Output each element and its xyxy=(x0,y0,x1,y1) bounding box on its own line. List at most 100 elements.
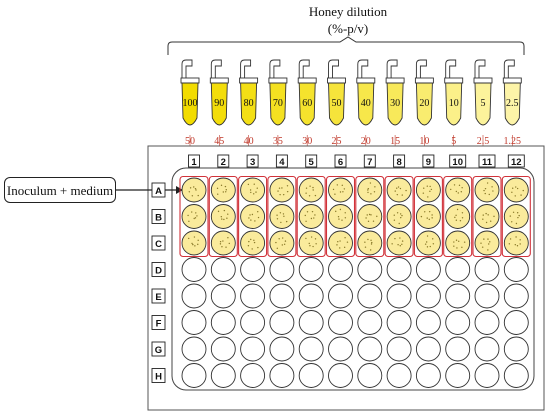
well xyxy=(415,177,441,203)
well xyxy=(181,257,207,282)
column-well-group xyxy=(325,175,356,258)
inoculum-speck xyxy=(188,191,191,193)
inoculum-speck xyxy=(481,246,484,248)
inoculum-speck xyxy=(282,213,285,215)
inoculum-speck xyxy=(428,218,430,221)
column-label: 2 xyxy=(221,157,226,168)
inoculum-speck xyxy=(509,215,512,217)
well xyxy=(328,283,353,309)
inoculum-speck xyxy=(485,221,488,224)
tube-dilution-label: 10 xyxy=(449,98,459,109)
inoculum-speck xyxy=(305,192,307,194)
well xyxy=(503,177,529,203)
inoculum-speck xyxy=(426,246,429,248)
inoculum-speck xyxy=(455,239,458,241)
inoculum-speck xyxy=(197,194,199,197)
well xyxy=(240,177,266,203)
tube-rim xyxy=(180,77,200,84)
inoculum-speck xyxy=(222,240,224,242)
well xyxy=(474,283,500,309)
inoculum-speck xyxy=(344,237,346,239)
row-label: C xyxy=(155,239,162,250)
dilution-tube: 90 xyxy=(209,59,229,126)
inoculum-speck xyxy=(512,211,515,214)
inoculum-speck xyxy=(428,210,431,213)
tube-rim xyxy=(444,77,464,84)
inoculum-speck xyxy=(459,219,462,222)
tube-dilution-label: 50 xyxy=(332,98,342,109)
inoculum-speck xyxy=(423,187,425,189)
tube-liquid xyxy=(181,82,199,126)
inoculum-speck xyxy=(399,213,402,215)
inoculum-speck xyxy=(278,238,280,240)
inoculum-speck xyxy=(460,191,462,193)
well xyxy=(328,230,353,256)
column-well-group xyxy=(384,175,414,258)
inoculum-speck xyxy=(456,208,459,211)
inoculum-speck xyxy=(426,185,428,187)
inoculum-speck xyxy=(227,213,229,215)
column-label-box xyxy=(363,154,376,168)
well xyxy=(269,204,295,229)
dilution-tube: 2.5 xyxy=(502,59,522,126)
inoculum-speck xyxy=(223,209,226,212)
inoculum-speck xyxy=(249,214,251,216)
inoculum-speck xyxy=(255,191,257,193)
inoculum-speck xyxy=(285,220,288,223)
column-label-box xyxy=(422,154,435,168)
tube-cap xyxy=(240,59,252,78)
inoculum-speck xyxy=(250,219,252,221)
row-label-box xyxy=(151,209,166,224)
inoculum-speck xyxy=(189,187,192,189)
inoculum-speck xyxy=(517,216,519,219)
well xyxy=(269,177,295,203)
inoculum-speck xyxy=(429,185,431,188)
well xyxy=(415,283,441,309)
column-label: 7 xyxy=(367,157,372,168)
column-label: 5 xyxy=(309,157,315,168)
tube-rim xyxy=(327,77,346,84)
inoculum-speck xyxy=(312,189,314,191)
column-well-group xyxy=(501,175,531,258)
inoculum-speck xyxy=(306,211,309,213)
inoculum-speck xyxy=(223,218,225,221)
inoculum-speck xyxy=(394,237,396,240)
inoculum-speck xyxy=(314,194,317,197)
inoculum-speck xyxy=(334,193,336,195)
inoculum-speck xyxy=(257,211,259,213)
tube-rim xyxy=(473,77,493,84)
tube-dilution-label: 60 xyxy=(302,98,312,109)
inoculum-speck xyxy=(336,184,339,186)
inoculum-speck xyxy=(305,220,307,222)
well xyxy=(328,204,353,229)
well xyxy=(503,257,529,282)
tube-dilution-label: 30 xyxy=(390,98,400,109)
tube-rim xyxy=(209,77,229,84)
dilution-tube: 100 xyxy=(180,59,200,126)
inoculum-speck xyxy=(370,243,373,245)
tube-liquid xyxy=(415,82,433,126)
inoculum-speck xyxy=(191,195,194,197)
dilution-tube: 20 xyxy=(414,59,434,126)
well xyxy=(386,204,412,229)
inoculum-speck xyxy=(195,212,197,214)
inoculum-speck xyxy=(249,189,252,191)
inoculum-speck xyxy=(373,191,376,193)
inoculum-speck xyxy=(485,212,487,215)
inoculum-speck xyxy=(197,243,199,246)
inoculum-speck xyxy=(371,241,373,244)
inoculum-speck xyxy=(336,244,338,246)
well xyxy=(181,283,207,309)
well xyxy=(298,257,324,282)
well xyxy=(357,204,383,229)
inoculum-speck xyxy=(310,236,313,238)
inoculum-speck xyxy=(374,186,376,188)
inoculum-speck xyxy=(253,241,256,244)
column-well-group xyxy=(443,175,473,258)
well xyxy=(298,283,324,309)
inoculum-speck xyxy=(224,185,227,188)
inoculum-speck xyxy=(257,216,260,219)
tube-cap xyxy=(181,59,193,78)
tube-cap xyxy=(328,59,339,78)
inoculum-speck xyxy=(508,243,511,245)
